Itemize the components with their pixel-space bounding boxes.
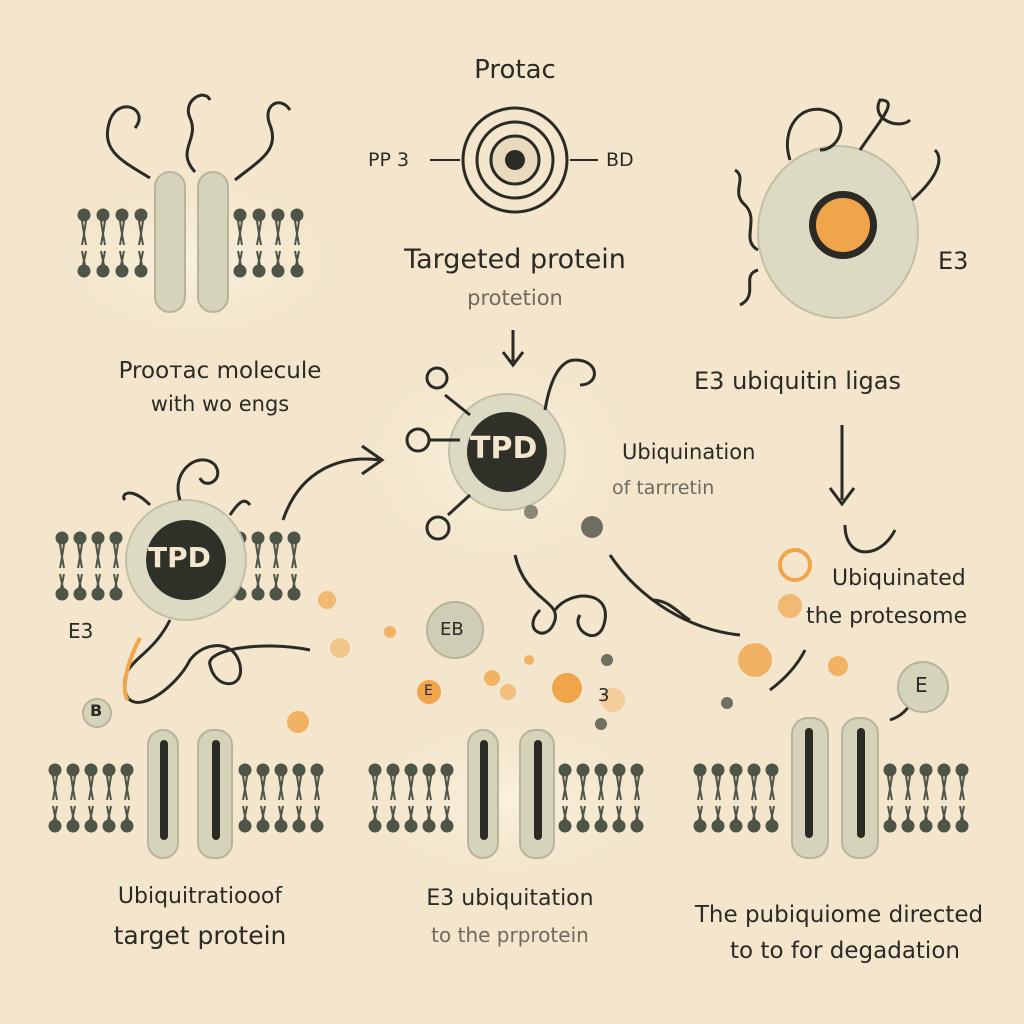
tpd-center-label: TPD [470, 431, 538, 466]
protac-right-tag: BD [606, 149, 634, 171]
arrow-down-right-icon [828, 425, 856, 507]
ubiquitin-particles [287, 505, 848, 733]
protac-ring-icon [430, 106, 598, 214]
bottom-left-line1: Ubiquitratiooof [117, 884, 283, 909]
e3-ligase-icon [734, 98, 941, 319]
membrane-bottom-left [47, 729, 325, 859]
bottom-center-line2: to the prprotein [431, 923, 589, 947]
tpd-complex-center [405, 358, 596, 541]
protac-left-tag: PP 3 [368, 149, 410, 171]
e3-ligase-caption: E3 ubiquitin ligas [694, 367, 901, 395]
ubiquinated-line2: the protesome [806, 604, 968, 629]
tpd-left-label: TPD [148, 541, 211, 574]
ubiquination-line1: Ubiquination [622, 440, 756, 464]
ubiquinated-line1: Ubiquinated [832, 566, 966, 591]
membrane-bottom-right [692, 661, 970, 859]
marker-e-right: E [915, 673, 928, 697]
marker-3: 3 [598, 685, 610, 706]
bottom-right-line1: The pubiquiome directed [694, 902, 984, 928]
protac-caption-line2: protetion [467, 286, 563, 310]
bottom-center-line1: E3 ubiquitation [426, 886, 594, 911]
membrane-middle-left [54, 458, 311, 704]
e3-left-tag: E3 [68, 619, 94, 643]
marker-b: B [90, 701, 103, 720]
bottom-left-line2: target protein [113, 921, 287, 950]
marker-eb: EB [440, 619, 464, 640]
protac-caption-line1: Targeted protein [404, 244, 626, 275]
top-left-caption-line1: Proотac molecule [118, 358, 322, 384]
ubiquination-line2: of tarrretin [612, 477, 715, 499]
e3-badge: E3 [938, 247, 969, 275]
bottom-right-line2: to to for degadation [730, 938, 960, 964]
curved-arrow-icon [281, 444, 385, 521]
membrane-bottom-center [367, 729, 645, 859]
top-left-caption-line2: with wo engs [150, 392, 290, 416]
arrow-down-icon [501, 330, 525, 368]
protac-title: Protac [474, 55, 556, 85]
marker-e-small: E [424, 683, 433, 699]
membrane-top-left [76, 93, 305, 313]
